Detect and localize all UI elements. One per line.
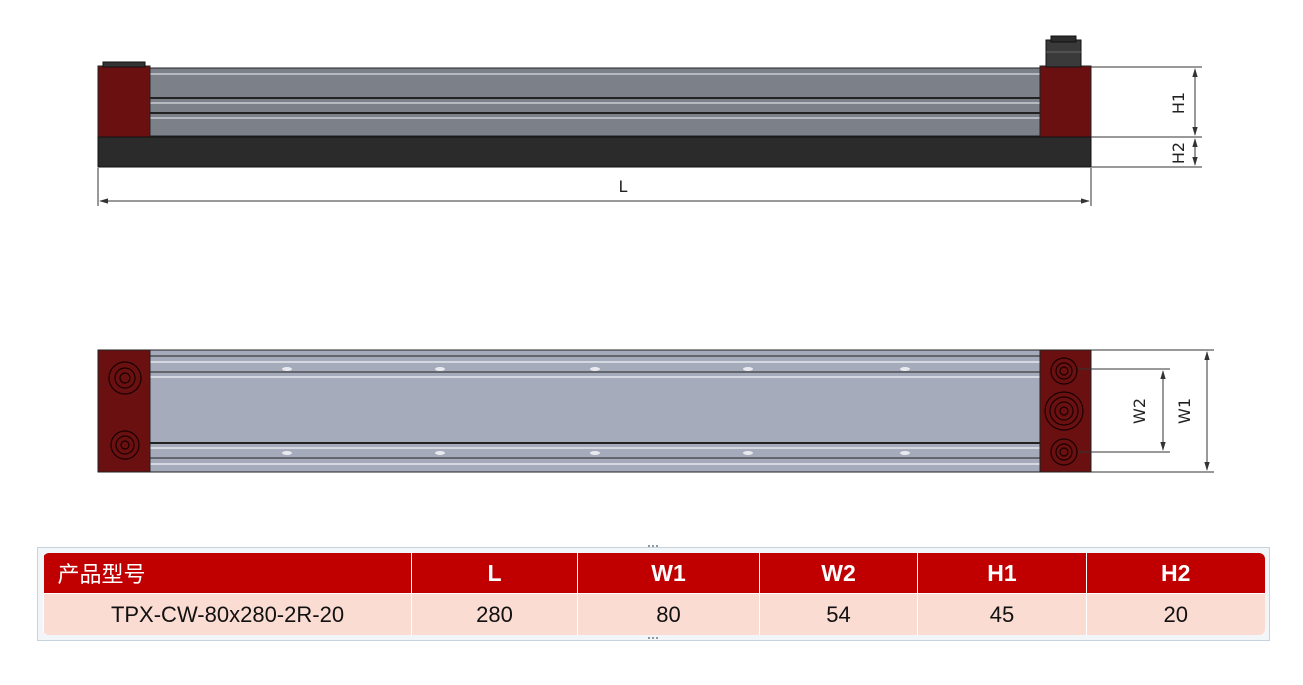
- resize-handle[interactable]: [648, 545, 658, 550]
- top-view: [97, 349, 1092, 473]
- header-width-1: W1: [577, 553, 760, 594]
- spec-table-container: 产品型号 L W1 W2 H1 H2 TPX-CW-80x280-2R-20 2…: [37, 545, 1270, 642]
- header-width-2: W2: [759, 553, 918, 594]
- header-height-2: H2: [1086, 553, 1265, 594]
- table-header-row: 产品型号 L W1 W2 H1 H2: [43, 553, 1265, 594]
- mounting-hole-icon: [1050, 438, 1078, 466]
- label-height-1: H1: [1169, 92, 1188, 114]
- cell-height-1: 45: [917, 593, 1087, 635]
- side-plug-left: [102, 61, 146, 68]
- side-end-cap-left: [97, 65, 151, 138]
- air-fitting-icon: [1045, 35, 1082, 68]
- label-height-2: H2: [1169, 142, 1188, 164]
- dimension-length: L: [97, 168, 1092, 206]
- header-model: 产品型号: [43, 553, 412, 594]
- cell-length: 280: [411, 593, 578, 635]
- resize-handle[interactable]: [648, 637, 658, 642]
- cell-height-2: 20: [1086, 593, 1265, 635]
- cell-model: TPX-CW-80x280-2R-20: [43, 593, 412, 635]
- side-profile-body: [149, 67, 1041, 137]
- dimension-heights: H1 H2: [1091, 66, 1202, 168]
- side-view: [97, 35, 1092, 168]
- label-width-1: W1: [1175, 398, 1194, 424]
- side-end-cap-right: [1039, 65, 1092, 138]
- table-row: TPX-CW-80x280-2R-20 280 80 54 45 20: [43, 593, 1265, 635]
- top-end-cap-left: [97, 349, 151, 473]
- mounting-hole-icon: [1050, 357, 1078, 385]
- label-length: L: [619, 177, 628, 196]
- label-width-2: W2: [1130, 398, 1149, 424]
- spec-table: 产品型号 L W1 W2 H1 H2 TPX-CW-80x280-2R-20 2…: [43, 553, 1265, 635]
- header-height-1: H1: [917, 553, 1087, 594]
- mounting-hole-icon: [108, 361, 142, 395]
- side-base-plate: [97, 136, 1092, 168]
- header-length: L: [411, 553, 578, 594]
- cell-width-2: 54: [759, 593, 918, 635]
- technical-drawing: L H1 H2: [97, 35, 1214, 473]
- cell-width-1: 80: [577, 593, 760, 635]
- dimension-widths: W2 W1: [1078, 349, 1214, 473]
- air-port-icon: [1044, 391, 1084, 431]
- mounting-hole-icon: [110, 430, 140, 460]
